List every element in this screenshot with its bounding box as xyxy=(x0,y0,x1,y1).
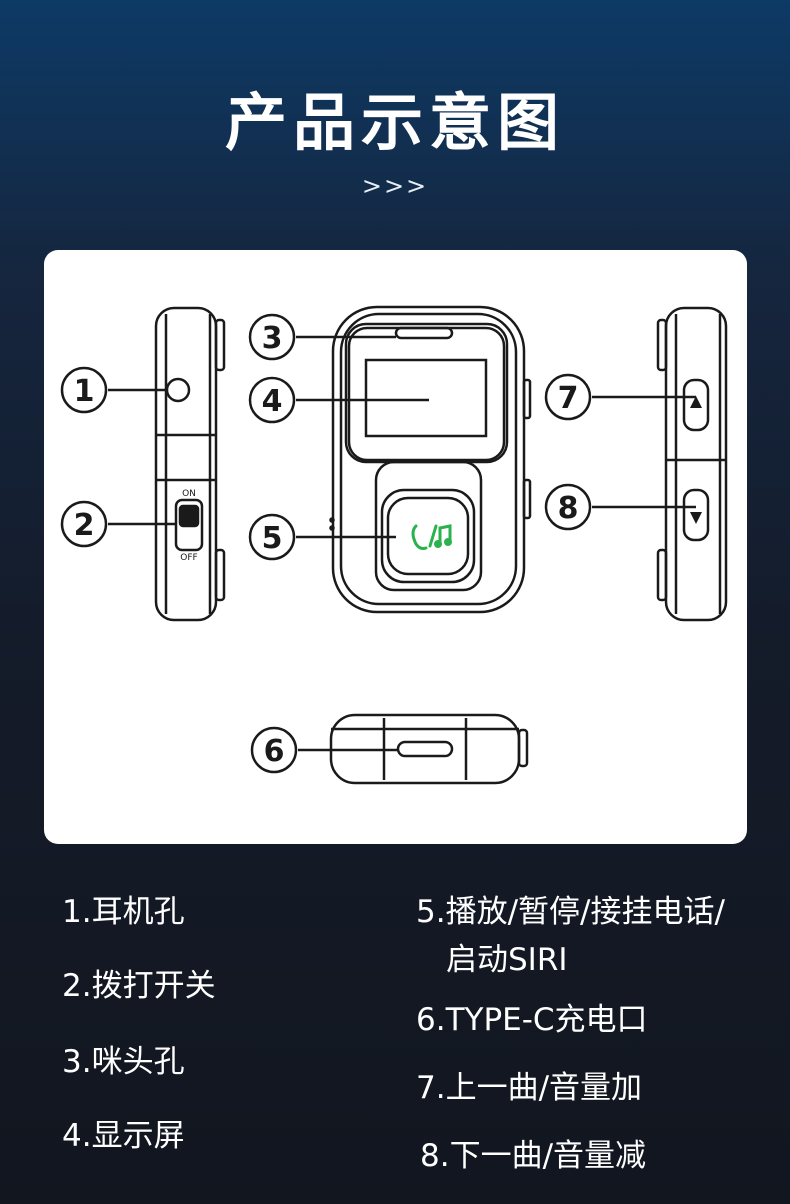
callout-3: 3 xyxy=(262,321,283,356)
legend-item-5-cont: 启动SIRI xyxy=(446,942,568,978)
legend-item-3: 3.咪头孔 xyxy=(62,1044,185,1080)
legend-item-4: 4.显示屏 xyxy=(62,1118,185,1154)
switch-off-label: OFF xyxy=(180,553,197,563)
legend-item-2: 2.拨打开关 xyxy=(62,968,216,1004)
device-diagram: ON OFF 1 2 3 4 5 6 7 8 xyxy=(60,305,728,785)
left-side-view xyxy=(154,306,226,622)
display-screen xyxy=(364,358,488,438)
callout-8: 8 xyxy=(558,491,579,526)
arrow-down-icon xyxy=(690,512,702,524)
switch-on-label: ON xyxy=(182,489,196,499)
front-view xyxy=(329,305,532,614)
volume-down-button-icon xyxy=(682,488,710,542)
headphone-jack-icon xyxy=(165,377,191,403)
callout-2: 2 xyxy=(74,508,95,543)
legend-item-8: 8.下一曲/音量减 xyxy=(420,1138,647,1174)
legend-item-5: 5.播放/暂停/接挂电话/ xyxy=(416,894,725,930)
callout-4: 4 xyxy=(262,384,283,419)
phone-music-icon xyxy=(411,524,452,550)
legend-item-7: 7.上一曲/音量加 xyxy=(416,1070,643,1106)
legend-item-6: 6.TYPE-C充电口 xyxy=(416,1002,648,1038)
arrow-up-icon xyxy=(690,396,702,408)
callout-7: 7 xyxy=(558,381,579,416)
page-title: 产品示意图 xyxy=(224,86,565,159)
callout-1: 1 xyxy=(74,374,95,409)
bottom-view xyxy=(329,713,529,785)
callout-6: 6 xyxy=(264,734,285,769)
mic-hole-icon xyxy=(394,326,454,340)
callout-5: 5 xyxy=(262,521,283,556)
type-c-port-icon xyxy=(396,740,454,758)
diagram-panel: ON OFF 1 2 3 4 5 6 7 8 xyxy=(44,250,747,844)
volume-up-button-icon xyxy=(682,378,710,432)
chevron-right-icon: >>> xyxy=(361,172,429,200)
right-side-view xyxy=(656,306,728,622)
legend-item-1: 1.耳机孔 xyxy=(62,894,185,930)
